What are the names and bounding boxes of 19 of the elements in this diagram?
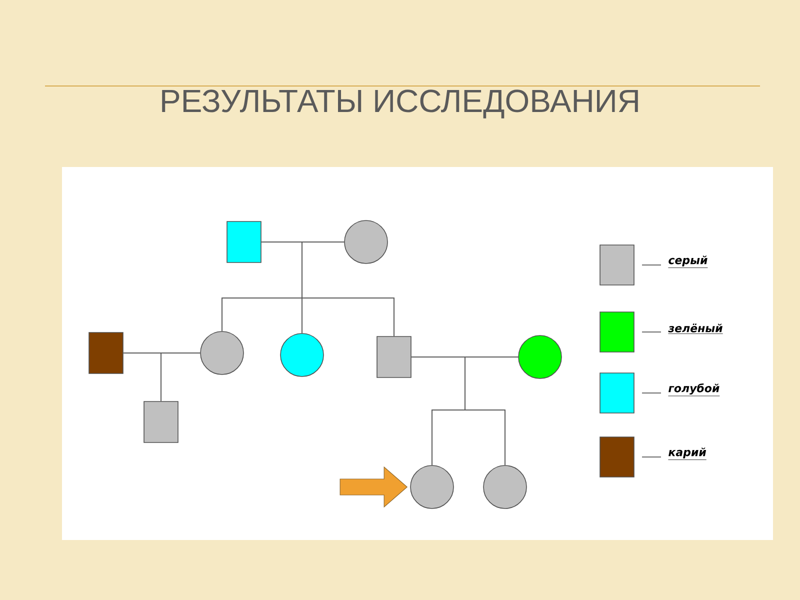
descent-line [464,356,519,466]
circle-symbol [200,331,244,375]
legend-label: голубой [668,383,720,396]
circle-symbol [483,465,527,509]
square-symbol [88,332,124,374]
square-symbol [376,336,412,378]
block-arrow [340,466,408,508]
legend-label: зелёный [668,324,724,334]
title: РЕЗУЛЬТАТЫ ИССЛЕДОВАНИЯ [162,90,638,118]
circle-symbol [410,465,454,509]
circle-symbol [280,333,324,377]
circle-symbol [518,335,562,379]
descent-line [160,352,201,402]
descent-line [302,242,394,337]
circle-symbol [344,220,388,264]
square-symbol [226,221,262,263]
legend-label: карий [668,448,707,460]
square-symbol [144,401,178,443]
legend-label: серый [668,256,708,268]
